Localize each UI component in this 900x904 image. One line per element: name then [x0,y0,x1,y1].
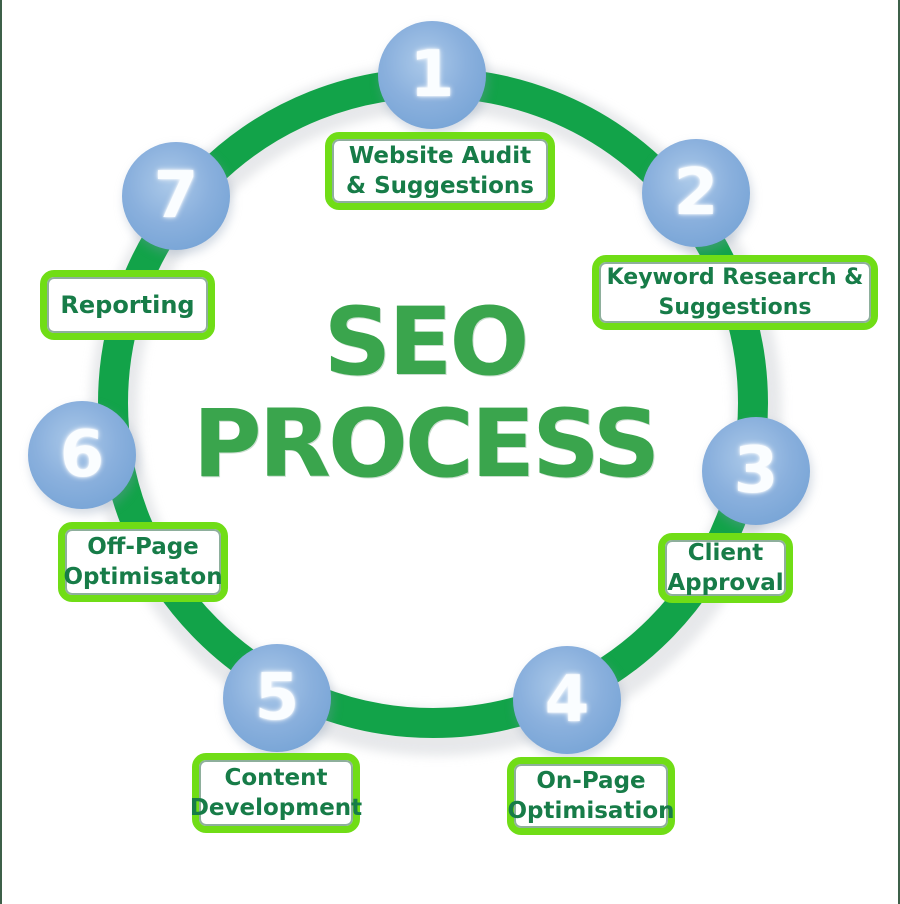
step-number-4: 4 [544,663,590,737]
step-label-line: Content [224,765,328,791]
step-number-7: 7 [153,159,199,233]
step-label-box-5: Content Development [189,753,363,833]
step-node-2: 2 [642,139,750,247]
step-node-1: 1 [378,21,486,129]
step-label-line: Website Audit [348,143,532,169]
step-number-3: 3 [733,434,779,508]
step-label-box-1: Website Audit & Suggestions [325,132,555,210]
step-label-box-4: On-Page Optimisation [507,757,675,835]
step-label-line: Keyword Research & [606,264,864,290]
step-number-1: 1 [409,38,455,112]
step-label-box-2: Keyword Research & Suggestions [592,255,878,330]
step-label-line: On-Page [536,768,646,794]
step-node-4: 4 [513,646,621,754]
step-label-box-7: Reporting [40,270,215,340]
right-edge-line [898,0,900,904]
step-label-line: Development [189,795,363,821]
step-node-6: 6 [28,401,136,509]
left-edge-line [0,0,2,904]
step-node-7: 7 [122,142,230,250]
diagram-title: SEO PROCESS [80,292,770,496]
step-label-line: Suggestions [658,294,812,320]
step-number-5: 5 [254,661,300,735]
step-label-line: Reporting [60,291,195,319]
step-label-line: Optimisaton [63,564,223,590]
step-node-3: 3 [702,417,810,525]
step-label-line: & Suggestions [346,173,534,199]
step-label-line: Approval [667,570,784,596]
step-number-6: 6 [59,418,105,492]
step-label-line: Optimisation [507,798,675,824]
step-node-5: 5 [223,644,331,752]
step-label-line: Off-Page [87,534,199,560]
step-number-2: 2 [673,156,719,230]
step-label-line: Client [687,540,764,566]
step-label-box-3: Client Approval [658,533,793,603]
step-label-box-6: Off-Page Optimisaton [58,522,228,602]
title-line-2: PROCESS [192,390,661,499]
title-line-1: SEO [323,288,530,397]
